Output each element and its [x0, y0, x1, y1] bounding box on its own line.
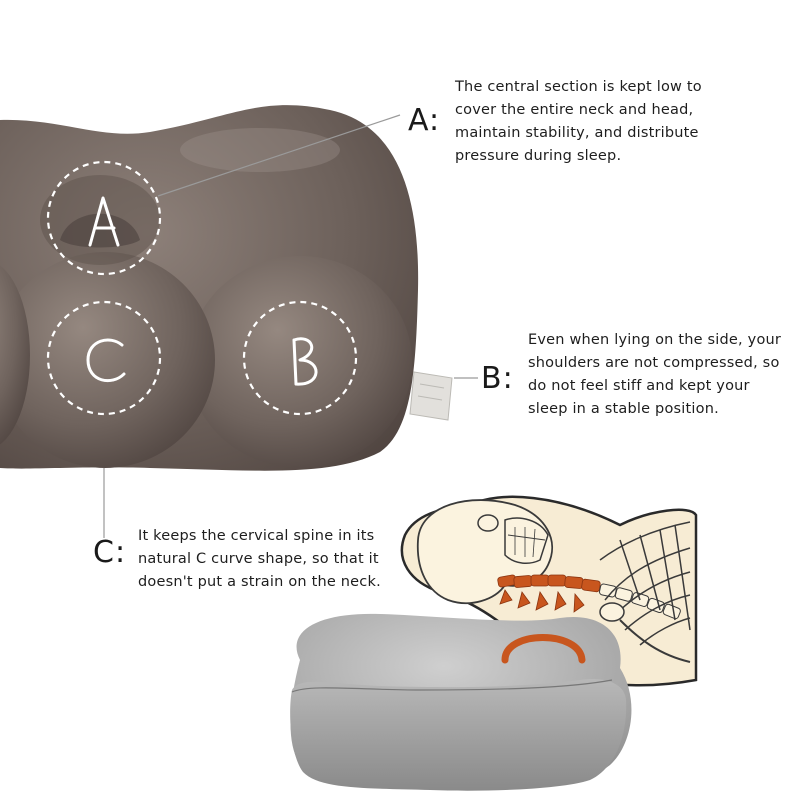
pillow-zone-letters [86, 196, 318, 386]
marker-a-line: pressure during sleep. [455, 148, 622, 164]
marker-a-line: cover the entire neck and head, [455, 102, 694, 118]
marker-c-line: It keeps the cervical spine in its [138, 528, 375, 544]
brown-pillow [0, 105, 453, 471]
marker-c-description: It keeps the cervical spine in its natur… [138, 525, 381, 594]
marker-b-line: do not feel stiff and kept your [528, 378, 750, 394]
marker-b-line: Even when lying on the side, your [528, 332, 782, 348]
marker-b-letter: B: [481, 361, 514, 396]
marker-a-line: The central section is kept low to [455, 79, 702, 95]
marker-b-description: Even when lying on the side, your should… [528, 329, 781, 421]
marker-b-line: sleep in a stable position. [528, 401, 719, 417]
skeleton-diagram [400, 495, 698, 687]
leader-lines [103, 114, 478, 538]
zone-c-letter [86, 338, 126, 383]
marker-a-description: The central section is kept low to cover… [455, 76, 702, 168]
marker-b-line: shoulders are not compressed, so [528, 355, 780, 371]
marker-c-line: natural C curve shape, so that it [138, 551, 379, 567]
marker-c-line: doesn't put a strain on the neck. [138, 574, 381, 590]
marker-c-letter: C: [93, 535, 127, 570]
marker-a-line: maintain stability, and distribute [455, 125, 699, 141]
zone-b-letter [292, 337, 318, 386]
gray-pillow [290, 613, 632, 791]
marker-a-letter: A: [408, 103, 441, 138]
zone-a-letter [88, 196, 120, 247]
